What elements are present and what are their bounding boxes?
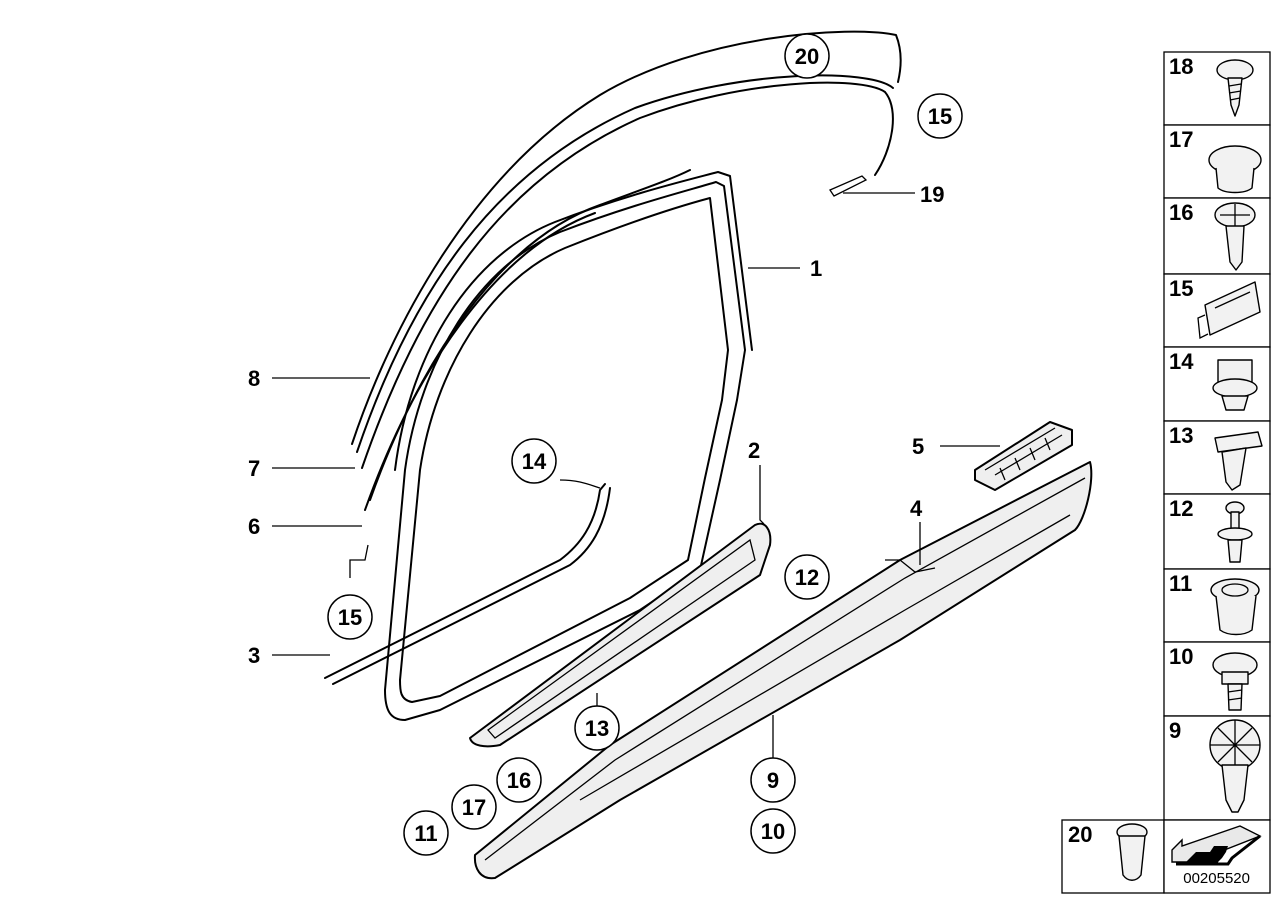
legend-11-number: 11: [1169, 571, 1192, 596]
legend-10-number: 10: [1169, 644, 1193, 669]
callout-20-text: 20: [795, 44, 819, 69]
part-5-bracket: [974, 421, 1073, 491]
screw-head-icon: [1212, 652, 1258, 711]
plain-labels: 1 2 3 4 5 6 7 8 19: [248, 182, 944, 668]
leader-lines: [272, 192, 1000, 758]
legend-item-10: 10: [1163, 641, 1271, 717]
label-part-4: 4: [910, 496, 923, 521]
callout-15-top: 15: [917, 93, 963, 139]
callout-14-text: 14: [522, 449, 547, 474]
callout-10: 10: [750, 808, 796, 854]
part-8-molding: [356, 74, 894, 469]
reference-number: 00205520: [1183, 870, 1250, 887]
legend-16-number: 16: [1169, 200, 1193, 225]
callout-15-left-text: 15: [338, 605, 362, 630]
callout-13: 13: [574, 705, 620, 751]
pin-icon: [1217, 501, 1253, 563]
legend-item-20: 20: [1061, 819, 1165, 894]
callout-11: 11: [403, 810, 449, 856]
legend-item-14: 14: [1163, 346, 1271, 422]
legend-12-number: 12: [1169, 496, 1193, 521]
arrow-icon: [1171, 825, 1262, 866]
arrow-cell: [1163, 819, 1271, 894]
clip-icon: [1197, 281, 1261, 340]
callout-17: 17: [451, 784, 497, 830]
legend-14-number: 14: [1169, 349, 1194, 374]
screw-icon: [1216, 59, 1254, 117]
legend-13-number: 13: [1169, 423, 1193, 448]
part-2-entry-sill: [469, 522, 772, 748]
part-4-rocker-panel: [473, 461, 1093, 880]
legend-item-9: 9: [1163, 715, 1271, 821]
legend-17-number: 17: [1169, 127, 1193, 152]
legend-item-17: 17: [1163, 124, 1271, 199]
callout-20: 20: [784, 33, 830, 79]
clip-nut-icon: [1212, 359, 1258, 411]
callout-12-text: 12: [795, 565, 819, 590]
callout-9: 9: [750, 757, 796, 803]
legend-item-12: 12: [1163, 493, 1271, 570]
legend-item-16: 16: [1163, 197, 1271, 275]
callout-9-text: 9: [767, 768, 779, 793]
legend-item-15: 15: [1163, 273, 1271, 348]
label-part-5: 5: [912, 434, 924, 459]
legend-panel: 18 17 16: [1061, 51, 1271, 894]
legend-18-number: 18: [1169, 54, 1193, 79]
label-part-1: 1: [810, 256, 822, 281]
legend-15-number: 15: [1169, 276, 1193, 301]
label-part-6: 6: [248, 514, 260, 539]
callout-17-text: 17: [462, 795, 486, 820]
callout-11-text: 11: [414, 821, 437, 846]
callout-14: 14: [511, 438, 557, 484]
legend-20-number: 20: [1068, 822, 1092, 847]
callout-15-left: 15: [327, 594, 373, 640]
spread-rivet-icon: [1209, 719, 1261, 813]
callout-12: 12: [784, 554, 830, 600]
part-19-clip: [829, 175, 868, 197]
label-part-2: 2: [748, 438, 760, 463]
callout-16-text: 16: [507, 768, 531, 793]
sheet-clip-icon: [1214, 431, 1263, 491]
legend-item-11: 11: [1163, 568, 1271, 643]
legend-item-13: 13: [1163, 420, 1271, 495]
label-part-8: 8: [248, 366, 260, 391]
callout-10-text: 10: [761, 819, 785, 844]
label-part-3: 3: [248, 643, 260, 668]
callout-15-top-text: 15: [928, 104, 952, 129]
label-part-19: 19: [920, 182, 944, 207]
callout-16: 16: [496, 757, 542, 803]
part-7-strip: [364, 169, 691, 511]
part-20-strip: [351, 30, 902, 445]
push-clip-icon: [1116, 823, 1148, 881]
expansion-rivet-icon: [1214, 202, 1256, 271]
legend-9-number: 9: [1169, 718, 1181, 743]
part-3-strip: [324, 483, 611, 685]
label-part-7: 7: [248, 456, 260, 481]
grommet-icon: [1210, 578, 1260, 636]
callout-13-text: 13: [585, 716, 609, 741]
cap-icon: [1208, 145, 1262, 194]
part-1-door-seal: [384, 171, 753, 721]
legend-item-18: 18: [1163, 51, 1271, 126]
